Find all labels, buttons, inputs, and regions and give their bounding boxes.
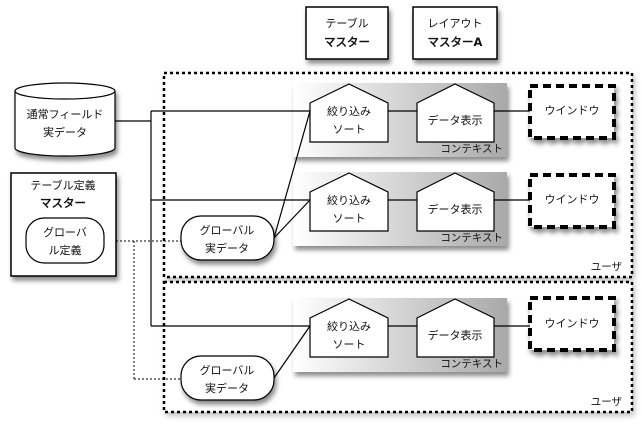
filter-line2: ソート bbox=[333, 123, 366, 136]
table-def-line1: テーブル定義 bbox=[30, 178, 95, 192]
global-def-line1: グローバ bbox=[43, 225, 87, 239]
window-label: ウインドウ bbox=[545, 193, 600, 206]
layout-master-line1: レイアウト bbox=[428, 17, 483, 30]
global-def-line2: ル定義 bbox=[49, 243, 82, 257]
window-node: ウインドウ bbox=[528, 84, 616, 140]
filter-line1: 絞り込み bbox=[327, 193, 371, 207]
connector bbox=[273, 110, 311, 239]
global-data-line1: グローバル bbox=[200, 223, 255, 237]
filter-sort-node: 絞り込み ソート bbox=[309, 172, 389, 232]
data-display-node: データ表示 bbox=[416, 172, 495, 232]
filter-line1: 絞り込み bbox=[327, 104, 371, 118]
filter-sort-node: 絞り込み ソート bbox=[309, 83, 389, 143]
table-master-line2: マスター bbox=[324, 35, 370, 49]
data-display-node: データ表示 bbox=[416, 83, 495, 143]
window-node: ウインドウ bbox=[528, 296, 616, 352]
filter-line2: ソート bbox=[333, 212, 366, 225]
table-definition-box: テーブル定義 マスター グローバ ル定義 bbox=[10, 172, 117, 277]
table-master-box: テーブル マスター bbox=[305, 6, 389, 60]
data-display-label: データ表示 bbox=[428, 113, 483, 127]
global-data-line2: 実データ bbox=[205, 241, 249, 255]
layout-master-box: レイアウト マスターA bbox=[412, 6, 498, 60]
window-label: ウインドウ bbox=[545, 104, 600, 117]
filter-sort-node: 絞り込み ソート bbox=[309, 298, 389, 358]
user-label: ユーザ bbox=[591, 261, 623, 273]
global-data-node: グローバル 実データ bbox=[180, 215, 275, 261]
global-data-line2: 実データ bbox=[205, 381, 249, 395]
table-def-line2: マスター bbox=[40, 196, 86, 210]
context-label: コンテキスト bbox=[440, 358, 503, 370]
connector bbox=[273, 325, 311, 379]
normal-field-database-icon bbox=[14, 82, 116, 157]
global-data-node: グローバル 実データ bbox=[180, 355, 275, 401]
filter-line1: 絞り込み bbox=[327, 319, 371, 333]
data-display-label: データ表示 bbox=[428, 202, 483, 216]
data-display-label: データ表示 bbox=[428, 328, 483, 342]
data-display-node: データ表示 bbox=[416, 298, 495, 358]
table-master-line1: テーブル bbox=[325, 16, 368, 30]
context-label: コンテキスト bbox=[440, 143, 503, 155]
connectors bbox=[115, 110, 530, 379]
definition-links bbox=[104, 240, 181, 380]
global-data-line1: グローバル bbox=[200, 363, 255, 377]
context-label: コンテキスト bbox=[440, 232, 503, 244]
normal-field-line1: 通常フィールド bbox=[27, 108, 104, 121]
connector bbox=[273, 199, 311, 239]
user-label: ユーザ bbox=[591, 396, 623, 408]
window-node: ウインドウ bbox=[528, 173, 616, 229]
layout-master-line2: マスターA bbox=[428, 35, 483, 49]
normal-field-line2: 実データ bbox=[43, 125, 87, 139]
global-definition-node bbox=[25, 217, 105, 264]
window-label: ウインドウ bbox=[545, 317, 600, 330]
filter-line2: ソート bbox=[333, 338, 366, 351]
